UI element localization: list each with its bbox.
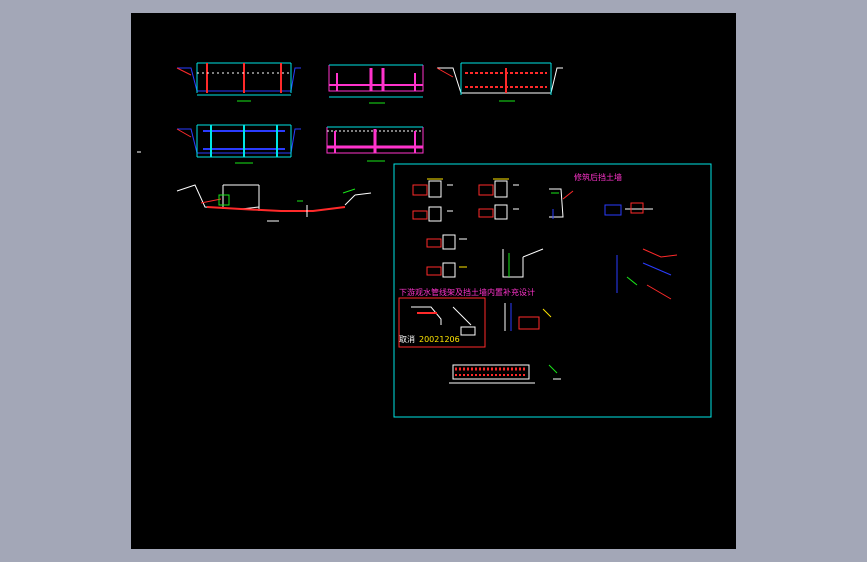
supplement-design-title: 下游观水管线架及挡土墙内置补充设计: [399, 287, 535, 297]
detail-thumb-3[interactable]: [412, 206, 453, 222]
wall-section-detail-c[interactable]: [502, 248, 544, 278]
cancelled-markup-rectangle[interactable]: [398, 297, 486, 348]
cross-section-2[interactable]: [328, 64, 424, 104]
long-section-detail[interactable]: [449, 364, 561, 384]
plan-detail-b[interactable]: [604, 202, 653, 216]
detail-thumb-4[interactable]: [478, 204, 519, 220]
pipeline-profile[interactable]: [176, 184, 372, 222]
pile-detail-e[interactable]: [504, 303, 552, 331]
cross-section-3[interactable]: [436, 62, 563, 102]
cad-drawing-canvas[interactable]: 修筑后挡土墙: [131, 13, 736, 549]
junction-detail-d[interactable]: [616, 248, 678, 300]
detail-sheet-frame[interactable]: [393, 163, 712, 418]
cross-section-5[interactable]: [326, 126, 424, 162]
detail-thumb-6[interactable]: [426, 262, 467, 278]
detail-thumb-5[interactable]: [426, 234, 467, 250]
cancelled-detail[interactable]: [411, 306, 476, 336]
cad-drawing-svg[interactable]: 修筑后挡土墙: [131, 13, 736, 549]
detail-thumbnails[interactable]: [412, 178, 519, 278]
wall-section-detail-a[interactable]: [549, 188, 574, 219]
cross-section-1[interactable]: [176, 62, 301, 102]
cross-section-4[interactable]: [176, 124, 301, 164]
detail-thumb-1[interactable]: [412, 178, 453, 198]
detail-thumb-2[interactable]: [478, 178, 519, 198]
cancel-note: 取消: [399, 334, 415, 344]
retaining-wall-title: 修筑后挡土墙: [574, 172, 622, 182]
cancel-date: 20021206: [419, 335, 460, 344]
